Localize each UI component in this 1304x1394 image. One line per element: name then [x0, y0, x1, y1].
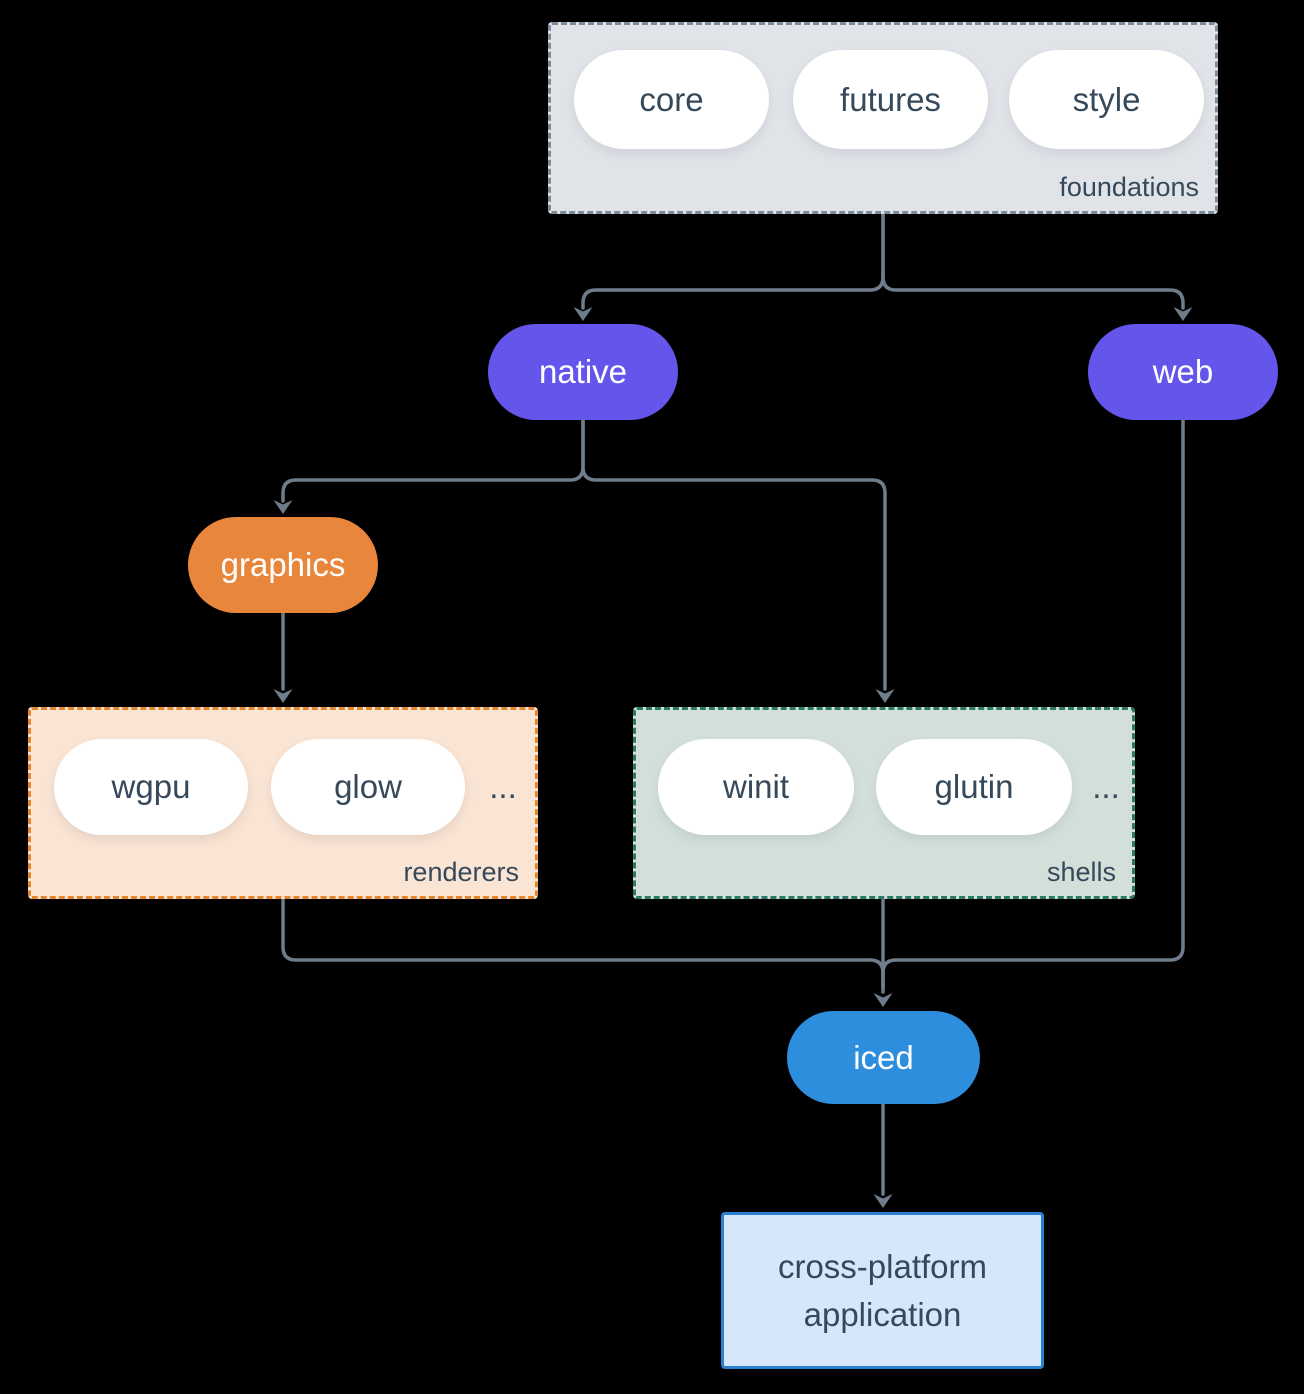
node-web: web: [1088, 324, 1278, 420]
edge-web-iced: [881, 418, 1185, 990]
edge-foundations-native: [581, 212, 885, 310]
node-graphics: graphics: [188, 517, 378, 613]
arrowhead-iced: [873, 993, 893, 1007]
arrowhead-renderers: [273, 689, 293, 703]
node-style: style: [1009, 50, 1204, 149]
node-core: core: [574, 50, 769, 149]
node-futures: futures: [793, 50, 988, 149]
node-glow: glow: [271, 739, 465, 835]
shells-label: shells: [1046, 857, 1116, 887]
foundations-group: core futures style foundations: [548, 22, 1218, 214]
arrowhead-application: [873, 1194, 893, 1208]
edge-native-shells: [581, 418, 887, 691]
edge-foundations-web: [881, 212, 1185, 310]
arrowhead-native: [573, 307, 593, 321]
node-cross-platform-application: cross-platform application: [721, 1212, 1044, 1369]
renderers-ellipsis: ...: [489, 768, 517, 805]
node-winit: winit: [658, 739, 854, 835]
arrowhead-web: [1173, 307, 1193, 321]
node-glutin: glutin: [876, 739, 1072, 835]
renderers-group: wgpu glow ... renderers: [28, 707, 538, 899]
shells-group: winit glutin ... shells: [633, 707, 1135, 899]
edge-renderers-iced: [281, 897, 885, 990]
edge-native-graphics: [281, 418, 585, 503]
foundations-label: foundations: [1059, 172, 1199, 202]
node-iced: iced: [787, 1011, 980, 1104]
node-native: native: [488, 324, 678, 420]
arrowhead-graphics: [273, 500, 293, 514]
arrowhead-shells: [875, 689, 895, 703]
shells-ellipsis: ...: [1092, 768, 1120, 805]
node-wgpu: wgpu: [54, 739, 248, 835]
renderers-label: renderers: [403, 857, 519, 887]
